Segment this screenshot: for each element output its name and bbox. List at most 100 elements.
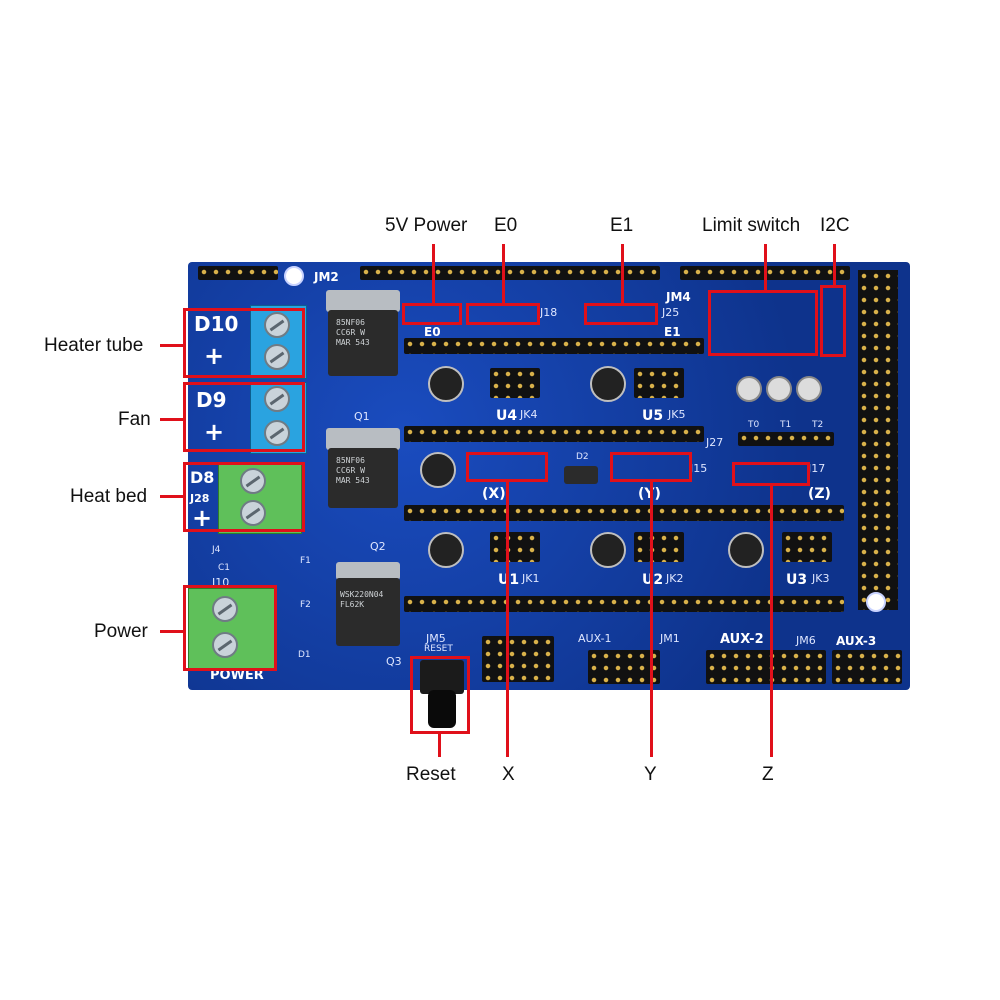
- jk5-label: JK5: [668, 408, 686, 421]
- mosfet-q1-marking: 85NF06 CC6R W MAR 543: [336, 318, 370, 347]
- jk1-jumpers: [490, 532, 540, 562]
- q2-label: Q2: [370, 540, 386, 553]
- t0-label: T0: [748, 420, 760, 430]
- capacitor: [428, 532, 464, 568]
- d8-label: D8: [190, 468, 215, 487]
- q1-label: Q1: [354, 410, 370, 423]
- capacitor: [728, 532, 764, 568]
- screw: [264, 312, 290, 338]
- reset-box: [410, 656, 470, 734]
- callout-heat-bed: Heat bed: [70, 486, 148, 507]
- aux3-label: AUX-3: [836, 634, 877, 648]
- callout-e0: E0: [494, 215, 518, 236]
- q3-label: Q3: [386, 655, 402, 668]
- right-pin-strip: [858, 270, 898, 610]
- power-silk-label: POWER: [210, 668, 264, 683]
- mounting-hole: [866, 592, 886, 612]
- jm4-label: JM4: [666, 290, 691, 304]
- u5-label: U5: [642, 408, 664, 424]
- jm6-label: JM6: [796, 634, 816, 647]
- screw: [212, 596, 238, 622]
- u3-label: U3: [786, 572, 808, 588]
- jk3-jumpers: [782, 532, 832, 562]
- jm1-label: JM1: [660, 632, 680, 645]
- d9-plus: +: [204, 418, 225, 446]
- capacitor-small: [736, 376, 762, 402]
- d9-label: D9: [196, 388, 227, 412]
- j15-label: J15: [690, 462, 708, 475]
- mosfet-q3: [336, 578, 400, 646]
- screw: [240, 468, 266, 494]
- fan-box: [183, 382, 305, 452]
- screw: [264, 420, 290, 446]
- callout-x: X: [502, 764, 515, 785]
- power-box: [183, 585, 277, 671]
- 5v-power-box: [402, 303, 462, 325]
- x-line: [506, 481, 509, 757]
- jk3-label: JK3: [812, 572, 830, 585]
- driver-header-row: [404, 426, 704, 442]
- callout-i2c: I2C: [820, 215, 850, 236]
- aux2-label: AUX-2: [720, 632, 764, 647]
- screw: [264, 386, 290, 412]
- e0-axis-silk: E0: [424, 325, 441, 339]
- callout-e1: E1: [610, 215, 634, 236]
- f1-label: F1: [300, 556, 311, 566]
- j17-label: J17: [808, 462, 826, 475]
- d10-plus: +: [204, 342, 225, 370]
- screw: [264, 344, 290, 370]
- reset-button[interactable]: [428, 690, 456, 728]
- callout-y: Y: [644, 764, 657, 785]
- mosfet-q2-tab: [326, 428, 400, 450]
- callout-5v-power: 5V Power: [385, 215, 468, 236]
- heat-bed-line: [160, 495, 184, 498]
- screw: [240, 500, 266, 526]
- callout-power: Power: [94, 621, 148, 642]
- i2c-line: [833, 244, 836, 286]
- t2-label: T2: [812, 420, 824, 430]
- jk2-label: JK2: [666, 572, 684, 585]
- jk4-jumpers: [490, 368, 540, 398]
- mosfet-q1: [328, 310, 398, 376]
- jk4-label: JK4: [520, 408, 538, 421]
- aux2-header: [706, 650, 826, 684]
- limit-switch-box: [708, 290, 818, 356]
- callout-heater-tube: Heater tube: [44, 335, 144, 356]
- z-driver-box: [732, 462, 810, 486]
- screw: [212, 632, 238, 658]
- z-axis-silk: (Z): [808, 486, 831, 502]
- jm5-label: JM5: [426, 632, 446, 645]
- mosfet-q2-marking: 85NF06 CC6R W MAR 543: [336, 456, 370, 485]
- e0-box: [466, 303, 540, 325]
- jk2-jumpers: [634, 532, 684, 562]
- aux1-label: AUX-1: [578, 632, 612, 645]
- top-pin-header: [360, 266, 660, 280]
- e1-box: [584, 303, 658, 325]
- capacitor-small: [766, 376, 792, 402]
- capacitor: [428, 366, 464, 402]
- heater-tube-box: [183, 308, 305, 378]
- 5v-power-line: [432, 244, 435, 304]
- limit-switch-line: [764, 244, 767, 291]
- callout-limit-switch: Limit switch: [702, 215, 801, 236]
- aux1-header: [588, 650, 660, 684]
- y-line: [650, 481, 653, 757]
- thermistor-header: [738, 432, 834, 446]
- x-axis-silk: (X): [482, 486, 506, 502]
- i2c-box: [820, 285, 846, 357]
- j18-label: J18: [540, 306, 558, 319]
- d10-label: D10: [194, 312, 239, 336]
- jk1-label: JK1: [522, 572, 540, 585]
- y-axis-silk: (Y): [638, 486, 661, 502]
- aux-header: [482, 636, 554, 682]
- t1-label: T1: [780, 420, 792, 430]
- mosfet-q1-tab: [326, 290, 400, 312]
- driver-header-row: [404, 596, 844, 612]
- ramps-board: [188, 262, 910, 690]
- reset-silk: RESET: [424, 644, 453, 654]
- d2-label: D2: [576, 452, 589, 462]
- reset-line: [438, 733, 441, 757]
- mosfet-q2: [328, 448, 398, 508]
- e1-line: [621, 244, 624, 304]
- j28-label: J28: [190, 492, 210, 505]
